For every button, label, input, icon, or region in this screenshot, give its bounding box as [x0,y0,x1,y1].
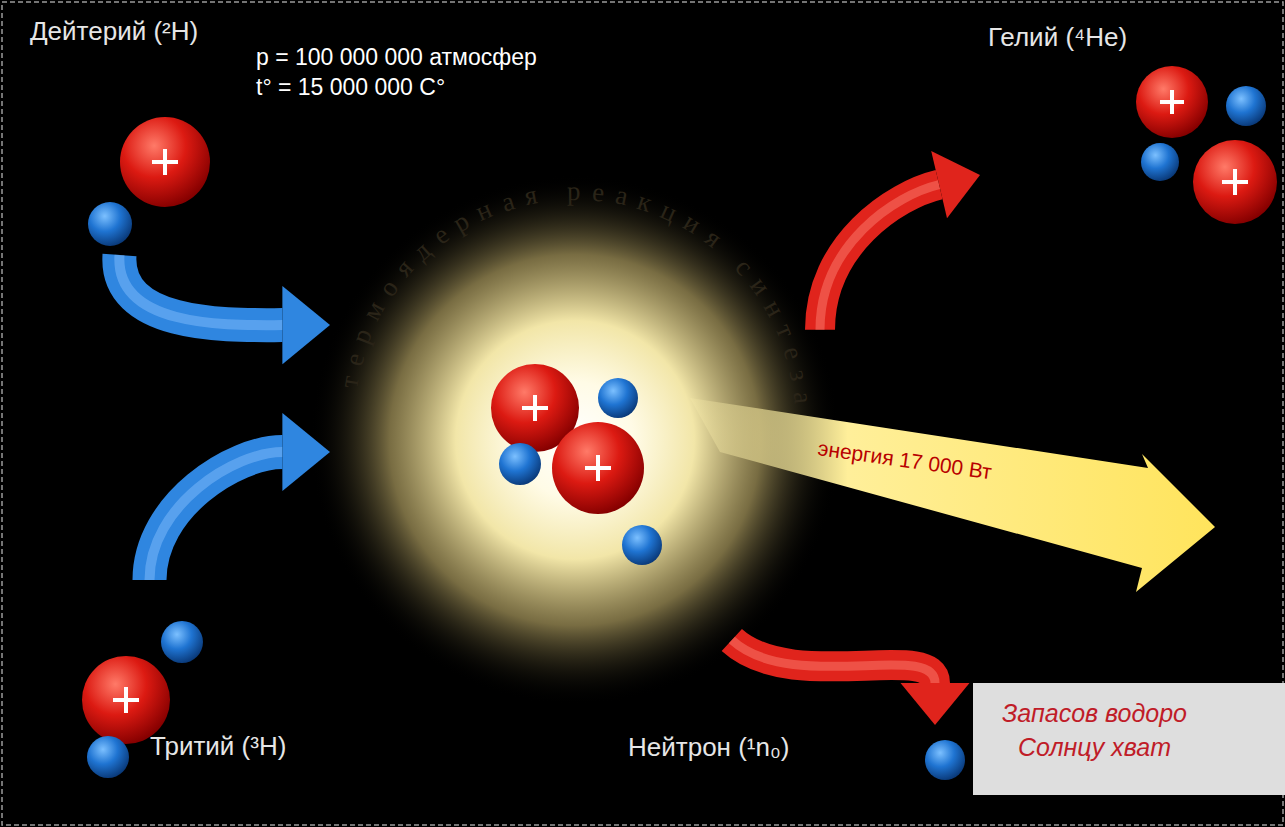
arrow-highlight [820,185,939,330]
neutron-ball [622,525,662,565]
arrow-body [150,452,283,580]
arrow-head [282,413,330,491]
arrow-head [282,286,330,364]
tritium-node: Тритий (³H) [85,580,300,780]
plus-sign [1222,169,1248,195]
neutron-ball [1141,143,1179,181]
proton [120,117,210,207]
deuterium-node: Дейтерий (²H) [25,15,295,255]
neutron-ball [925,740,965,780]
arrow-highlight [732,640,935,683]
arrow-body [732,640,935,683]
center-atoms [491,364,662,565]
arrow-highlight [150,452,283,580]
plus-sign [1160,90,1184,114]
plus-sign [152,149,178,175]
flow-arrow [820,151,980,330]
particle-label: Нейтрон (¹n₀) [628,733,789,763]
arrow-head [901,683,970,725]
curved-title: термоядерная реакция синтеза [330,170,820,640]
flow-arrow [119,255,330,364]
deuterium-atom [88,117,210,246]
proton [552,422,644,514]
helium-node: Гелий (⁴He) [980,15,1275,215]
neutron-ball [598,378,638,418]
pressure-label: p = 100 000 000 атмосфер [256,44,537,70]
plus-sign [522,395,548,421]
neutron-node: Нейтрон (¹n₀) [620,725,970,780]
note-text: Запасов водоро Солнцу хват [973,683,1202,765]
particle-label: Гелий (⁴He) [988,23,1127,53]
temperature-label: t° = 15 000 000 C° [256,74,445,100]
plus-sign [585,455,611,481]
proton [82,656,170,744]
neutron-ball [88,202,132,246]
arrow-highlight [119,255,282,325]
neutron-ball [161,621,203,663]
neutron-ball [87,736,129,778]
neutron-ball [499,443,541,485]
fusion-node: термоядерная реакция синтеза [330,170,820,640]
proton [1136,66,1208,138]
flow-arrow [732,640,970,725]
note-box: Запасов водоро Солнцу хват [973,683,1285,795]
energy-arrow [690,398,1215,592]
arrow-head [931,151,980,218]
particle-label: Дейтерий (²H) [30,17,198,47]
plus-sign [113,687,139,713]
flow-arrow [150,413,331,580]
particle-label: Тритий (³H) [150,732,286,762]
neutron-ball [1226,86,1266,126]
arrow-body [119,255,282,325]
helium-atom [1136,66,1277,224]
arrow-body [820,185,939,330]
proton [1193,140,1277,224]
